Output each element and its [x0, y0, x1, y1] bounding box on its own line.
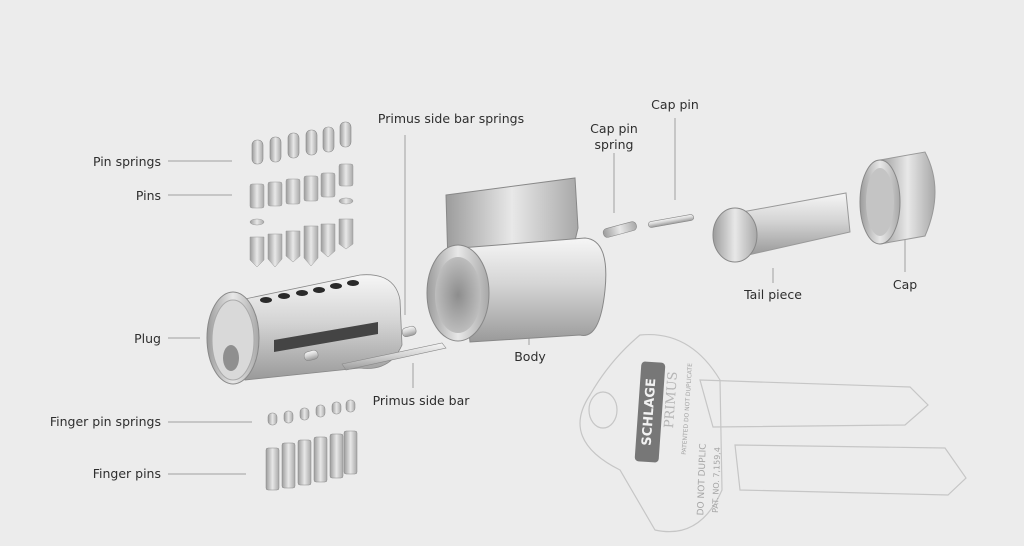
cap-shape	[859, 151, 936, 245]
primus-side-bar	[303, 325, 447, 371]
finger-pin-springs	[267, 399, 356, 426]
label-finger-pins: Finger pins	[92, 466, 161, 481]
pins	[249, 163, 354, 268]
cap-pin-shape	[648, 214, 694, 228]
label-finger-pin-springs: Finger pin springs	[49, 414, 161, 429]
label-pins: Pins	[135, 188, 161, 203]
finger-pins	[265, 430, 358, 491]
label-cap: Cap	[892, 277, 918, 292]
label-primus-side-bar: Primus side bar	[372, 393, 470, 408]
tail-piece	[712, 192, 851, 263]
label-tail-piece: Tail piece	[744, 287, 802, 302]
leader-lines	[168, 118, 906, 475]
plug	[206, 274, 403, 385]
label-pin-springs: Pin springs	[92, 154, 161, 169]
label-primus-side-bar-springs: Primus side bar springs	[377, 111, 525, 126]
label-body: Body	[514, 349, 546, 364]
cap-pin-spring	[602, 221, 637, 238]
key-brand-plate	[634, 361, 666, 463]
label-cap-pin: Cap pin	[651, 97, 699, 112]
body	[426, 177, 607, 343]
key-illustration	[579, 333, 967, 533]
label-cap-pin-spring-1: Cap pin	[590, 121, 638, 136]
pin-springs	[251, 121, 352, 165]
label-plug: Plug	[134, 331, 161, 346]
label-cap-pin-spring-2: spring	[594, 137, 634, 152]
